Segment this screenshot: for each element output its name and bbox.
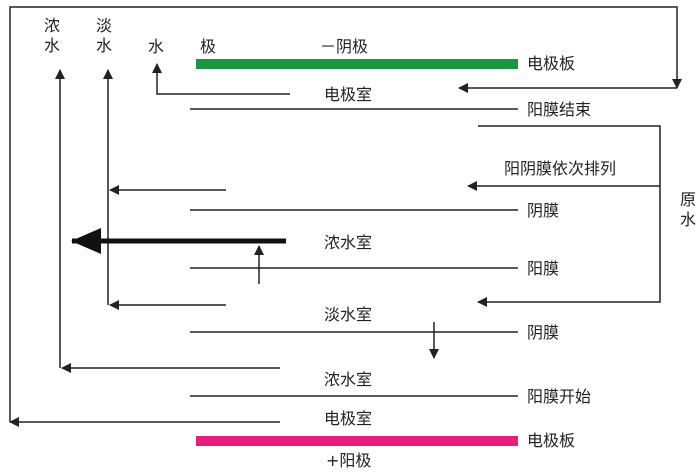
- concentrate-room-1-label: 浓水室: [324, 233, 373, 252]
- cathode-label: －阴极: [320, 37, 369, 56]
- electrode-room-top-label: 电极室: [324, 85, 373, 104]
- electrode-water-label: 水: [148, 37, 165, 56]
- electrode-water-loop: [9, 6, 682, 422]
- concentrate-room-2-label: 浓水室: [324, 370, 373, 389]
- cathode-plate: [196, 59, 518, 69]
- dilute-water-label: 淡 水: [96, 16, 112, 56]
- alternating-membranes-label: 阳阴膜依次排列: [504, 159, 617, 178]
- dilute-room-label: 淡水室: [324, 305, 373, 324]
- electrode-plate-top-label: 电极板: [527, 54, 576, 73]
- anion-membrane-2-label: 阴膜: [527, 323, 560, 342]
- cation-membrane-1-label: 阳膜: [527, 259, 560, 278]
- cation-membrane-start-label: 阳膜开始: [527, 387, 592, 406]
- electrode-plate-bottom-label: 电极板: [527, 431, 576, 450]
- electrode-water-top-arrow: [152, 63, 290, 95]
- electrode-room-bottom-label: 电极室: [324, 409, 373, 428]
- cation-membrane-end-label: 阳膜结束: [527, 100, 592, 119]
- ji-label: 极: [200, 37, 217, 56]
- dilute-water-char-1: 淡: [96, 16, 113, 35]
- concentrate-water-label: 浓 水: [44, 16, 60, 56]
- raw-water-char-2: 水: [680, 210, 697, 229]
- dilute-water-char-2: 水: [96, 36, 113, 55]
- anode-label: +阳极: [326, 451, 372, 470]
- anion-membrane-1-label: 阴膜: [527, 201, 560, 220]
- anode-plate: [196, 436, 518, 446]
- concentrate-water-char-1: 浓: [44, 16, 61, 35]
- concentrate-water-char-2: 水: [44, 36, 61, 55]
- raw-water-feed-line: [477, 125, 661, 307]
- raw-water-label: 原 水: [680, 190, 696, 230]
- raw-water-char-1: 原: [680, 190, 697, 209]
